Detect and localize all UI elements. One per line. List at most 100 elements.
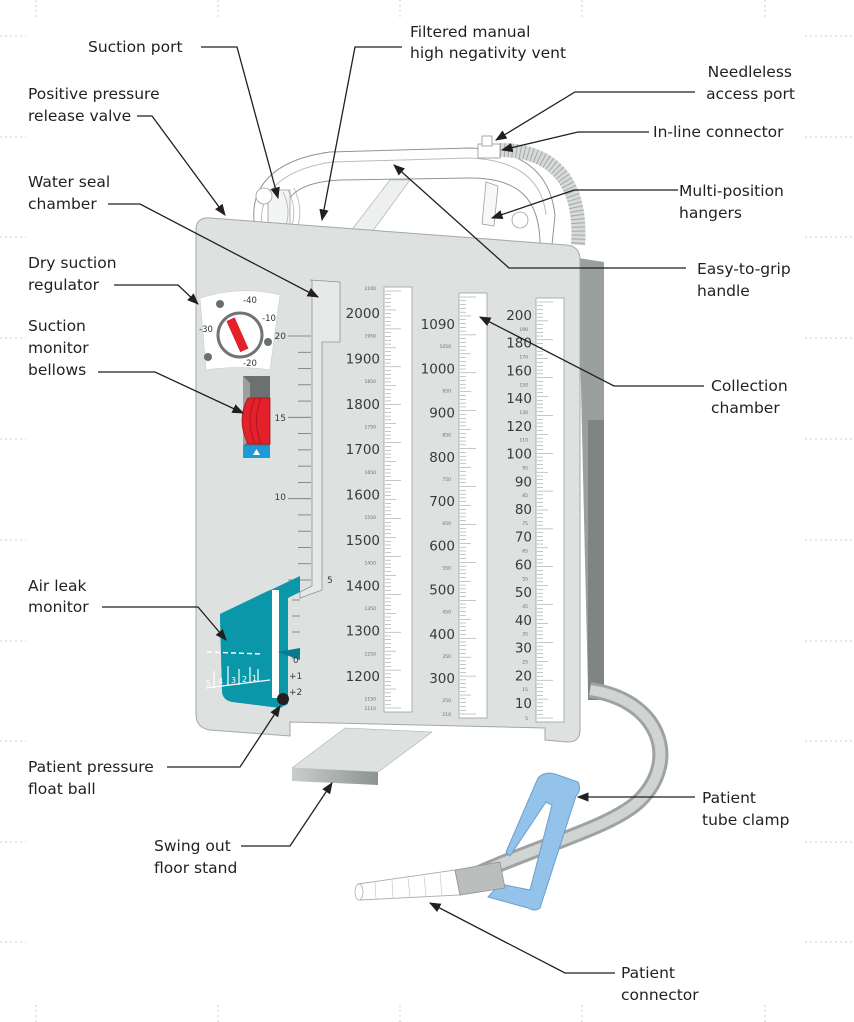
water-seal-label-10: 10 <box>275 493 287 503</box>
patient-tube-clamp[interactable] <box>487 772 581 911</box>
air-leak-label-3: 3 <box>231 676 236 685</box>
collection-major-label: 1800 <box>346 397 380 413</box>
label-collection-line1: Collection <box>711 377 788 395</box>
collection-minor-label: 1050 <box>440 344 452 350</box>
label-bellows-line3: bellows <box>28 361 86 379</box>
collection-minor-label: 110 <box>519 438 528 444</box>
collection-bottom-label: 1110 <box>365 706 377 712</box>
collection-minor-label: 85 <box>522 493 528 499</box>
air-leak-monitor: 5 4 3 2 1 0 +1 +2 <box>205 576 302 708</box>
collection-minor-label: 150 <box>519 382 528 388</box>
swing-out-floor-stand[interactable] <box>291 727 433 785</box>
collection-minor-label: 750 <box>442 477 451 483</box>
collection-minor-label: 1850 <box>365 379 377 385</box>
water-seal-ticks <box>288 335 311 581</box>
patient-pressure-float-ball <box>277 693 289 705</box>
collection-minor-label: 950 <box>442 388 451 394</box>
leader-lines <box>98 46 704 974</box>
label-tube-clamp-line1: Patient <box>702 789 756 807</box>
collection-major-label: 50 <box>515 585 532 601</box>
label-filtered-vent-line1: Filtered manual <box>410 23 530 41</box>
label-dry-suction-line1: Dry suction <box>28 254 117 272</box>
label-suction-port: Suction port <box>88 38 183 56</box>
dial-setting-20: -20 <box>243 359 257 369</box>
collection-minor-label: 75 <box>522 521 528 527</box>
collection-minor-label: 130 <box>519 410 528 416</box>
collection-major-label: 10 <box>515 696 532 712</box>
collection-major-label: 1000 <box>421 361 455 377</box>
label-patient-connector-line1: Patient <box>621 964 675 982</box>
label-floor-stand-line1: Swing out <box>154 837 231 855</box>
collection-major-label: 300 <box>429 671 455 687</box>
collection-major-label: 80 <box>515 502 532 518</box>
label-float-ball-line2: float ball <box>28 780 96 798</box>
label-bellows-line1: Suction <box>28 317 86 335</box>
collection-major-label: 200 <box>506 308 532 324</box>
air-leak-label-4: 4 <box>218 677 223 686</box>
label-dry-suction-line2: regulator <box>28 276 100 294</box>
patient-tube <box>451 682 669 893</box>
dial-setting-40: -40 <box>243 296 257 306</box>
dial-setting-10: -10 <box>262 314 276 324</box>
collection-bottom-label: 210 <box>442 712 451 718</box>
collection-major-label: 1200 <box>346 669 380 685</box>
float-label-0: 0 <box>293 656 299 666</box>
collection-minor-label: 15 <box>522 687 528 693</box>
patient-connector[interactable] <box>354 861 506 901</box>
collection-major-label: 120 <box>506 419 532 435</box>
collection-minor-label: 1250 <box>365 651 377 657</box>
dry-suction-regulator[interactable]: -40 -10 -20 -30 <box>199 290 281 371</box>
collection-minor-label: 1450 <box>365 561 377 567</box>
collection-minor-label: 350 <box>442 654 451 660</box>
collection-major-label: 180 <box>506 336 532 352</box>
collection-minor-label: 65 <box>522 549 528 555</box>
label-water-seal-line1: Water seal <box>28 173 110 191</box>
dial-setting-30: -30 <box>199 325 213 335</box>
collection-chamber: 2000190018001700160015001400130012001950… <box>346 286 565 723</box>
collection-major-label: 1900 <box>346 351 380 367</box>
needleless-access-port[interactable] <box>481 135 493 147</box>
label-handle-line1: Easy-to-grip <box>697 260 791 278</box>
label-tube-clamp-line2: tube clamp <box>702 811 789 829</box>
label-positive-pressure-line1: Positive pressure <box>28 85 160 103</box>
label-air-leak-line2: monitor <box>28 598 89 616</box>
collection-major-label: 1400 <box>346 578 380 594</box>
collection-minor-label: 1350 <box>365 606 377 612</box>
collection-minor-label: 850 <box>442 433 451 439</box>
water-seal-chamber: 20 15 10 5 <box>275 279 341 599</box>
float-label-plus2: +2 <box>289 688 302 698</box>
dial-pointer[interactable] <box>226 317 249 353</box>
label-positive-pressure-line2: release valve <box>28 107 131 125</box>
collection-minor-label: 95 <box>522 465 528 471</box>
collection-minor-label: 450 <box>442 610 451 616</box>
collection-minor-label: 650 <box>442 521 451 527</box>
collection-minor-label: 45 <box>522 604 528 610</box>
label-filtered-vent-line2: high negativity vent <box>410 44 566 62</box>
collection-minor-label: 190 <box>519 327 528 333</box>
collection-minor-label: 1950 <box>365 334 377 340</box>
label-needleless-line2: access port <box>706 85 795 103</box>
callout-labels: Suction port Filtered manual high negati… <box>28 23 795 1004</box>
collection-major-label: 160 <box>506 363 532 379</box>
collection-minor-label: 35 <box>522 632 528 638</box>
collection-minor-label: 1650 <box>365 470 377 476</box>
collection-major-label: 70 <box>515 530 532 546</box>
label-needleless-line1: Needleless <box>708 63 792 81</box>
float-label-plus1: +1 <box>289 672 302 682</box>
collection-major-label: 100 <box>506 447 532 463</box>
corrugated-tube <box>499 143 586 246</box>
air-leak-label-5: 5 <box>206 679 211 688</box>
label-patient-connector-line2: connector <box>621 986 699 1004</box>
collection-major-label: 1600 <box>346 488 380 504</box>
label-handle-line2: handle <box>697 282 750 300</box>
bellows-indicator-icon <box>253 449 260 455</box>
collection-major-label: 2000 <box>346 306 380 322</box>
label-bellows-line2: monitor <box>28 339 89 357</box>
collection-major-label: 400 <box>429 627 455 643</box>
collection-major-label: 900 <box>429 406 455 422</box>
collection-minor-label: 55 <box>522 576 528 582</box>
collection-major-label: 600 <box>429 538 455 554</box>
collection-major-label: 1700 <box>346 442 380 458</box>
collection-major-label: 140 <box>506 391 532 407</box>
